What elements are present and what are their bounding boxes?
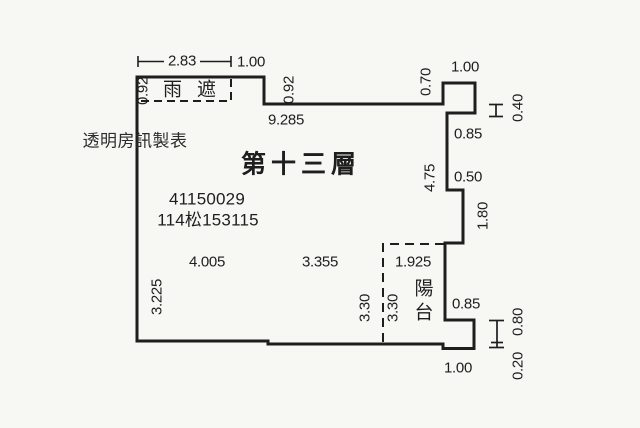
dim-left-3225: 3.225 xyxy=(148,278,166,316)
balcony-dashed-outline xyxy=(382,243,444,342)
dim-width-1925: 1.925 xyxy=(394,253,432,271)
dim-width-3355: 3.355 xyxy=(301,253,339,271)
dim-top-9285: 9.285 xyxy=(267,111,305,129)
dim-left-092: 0.92 xyxy=(134,77,152,105)
outer-wall-outline xyxy=(135,75,477,350)
dim-balcony-330-inner: 3.30 xyxy=(356,294,374,322)
dim-right-475: 4.75 xyxy=(421,164,439,192)
dim-top-283: 2.83 xyxy=(168,52,196,70)
dimension-mark-040 xyxy=(489,103,503,118)
dim-topright-100: 1.00 xyxy=(451,58,479,76)
plan-parcel-number: 114松153115 xyxy=(157,210,259,230)
dim-bottomright-085: 0.85 xyxy=(452,295,480,313)
dim-bottomright-080: 0.80 xyxy=(509,308,527,336)
dim-top-100: 1.00 xyxy=(237,53,265,71)
rain-cover-label: 雨遮 xyxy=(163,79,232,101)
dim-balcony-330-outer: 3.30 xyxy=(384,294,402,322)
watermark-text: 透明房訊製表 xyxy=(82,131,188,151)
floor-title: 第十三層 xyxy=(240,151,362,179)
dim-width-4005: 4.005 xyxy=(188,253,226,271)
rain-cover-dashed-outline xyxy=(141,78,232,102)
dim-right-085: 0.85 xyxy=(454,125,482,143)
dim-bottom-100: 1.00 xyxy=(444,359,472,377)
dimension-line-283 xyxy=(137,56,232,67)
dim-right-180: 1.80 xyxy=(474,202,492,230)
dim-right-050: 0.50 xyxy=(454,168,482,186)
balcony-label: 陽台 xyxy=(411,278,433,326)
dimension-mark-080-020 xyxy=(489,319,504,349)
dim-step-092: 0.92 xyxy=(280,76,298,104)
dim-right-040: 0.40 xyxy=(509,94,527,122)
dim-step-070: 0.70 xyxy=(417,68,435,96)
plan-id-number: 41150029 xyxy=(169,189,245,209)
dim-bottomright-020: 0.20 xyxy=(509,352,527,380)
